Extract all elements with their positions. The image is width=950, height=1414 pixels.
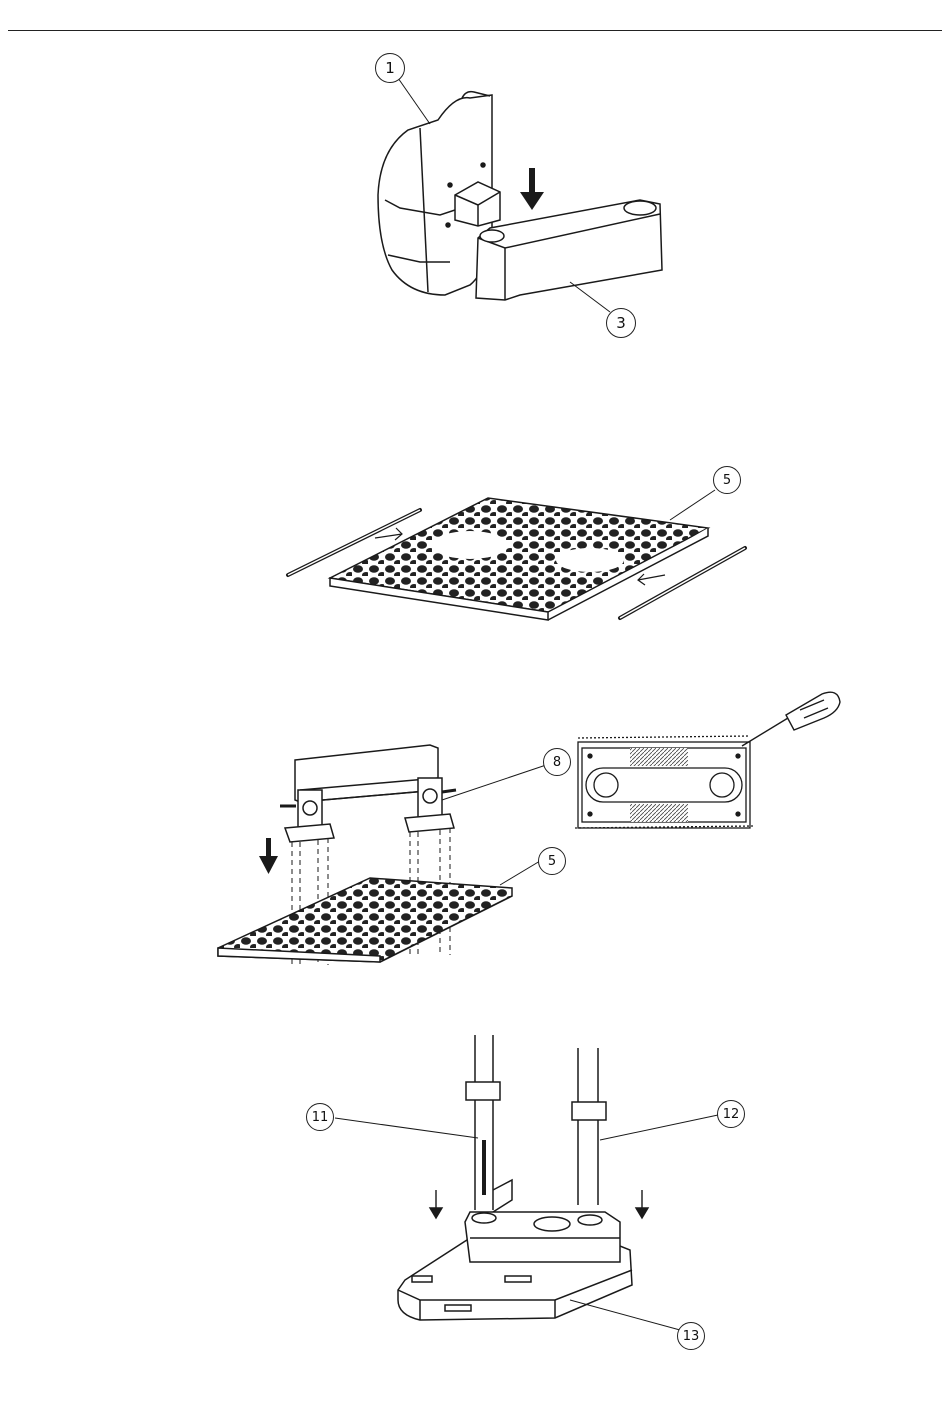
down-arrow-icon	[636, 1190, 648, 1218]
label-plate	[575, 736, 754, 828]
callout-part-13: 13	[677, 1322, 705, 1350]
callout-part-5-second: 5	[538, 847, 566, 875]
callout-part-8: 8	[543, 748, 571, 776]
down-arrow-icon	[520, 168, 544, 210]
figure-4-base-posts	[335, 1035, 718, 1330]
callout-part-12: 12	[717, 1100, 745, 1128]
callout-part-1: 1	[375, 53, 405, 83]
callout-part-3: 3	[606, 308, 636, 338]
callout-part-5: 5	[713, 466, 741, 494]
down-arrow-icon	[430, 1190, 442, 1218]
figure-2-seat-panel	[288, 490, 745, 620]
figure-1-backrest-arm	[378, 78, 662, 312]
callout-part-11: 11	[306, 1103, 334, 1131]
screwdriver-icon	[742, 692, 840, 746]
down-arrow-icon	[259, 838, 278, 874]
